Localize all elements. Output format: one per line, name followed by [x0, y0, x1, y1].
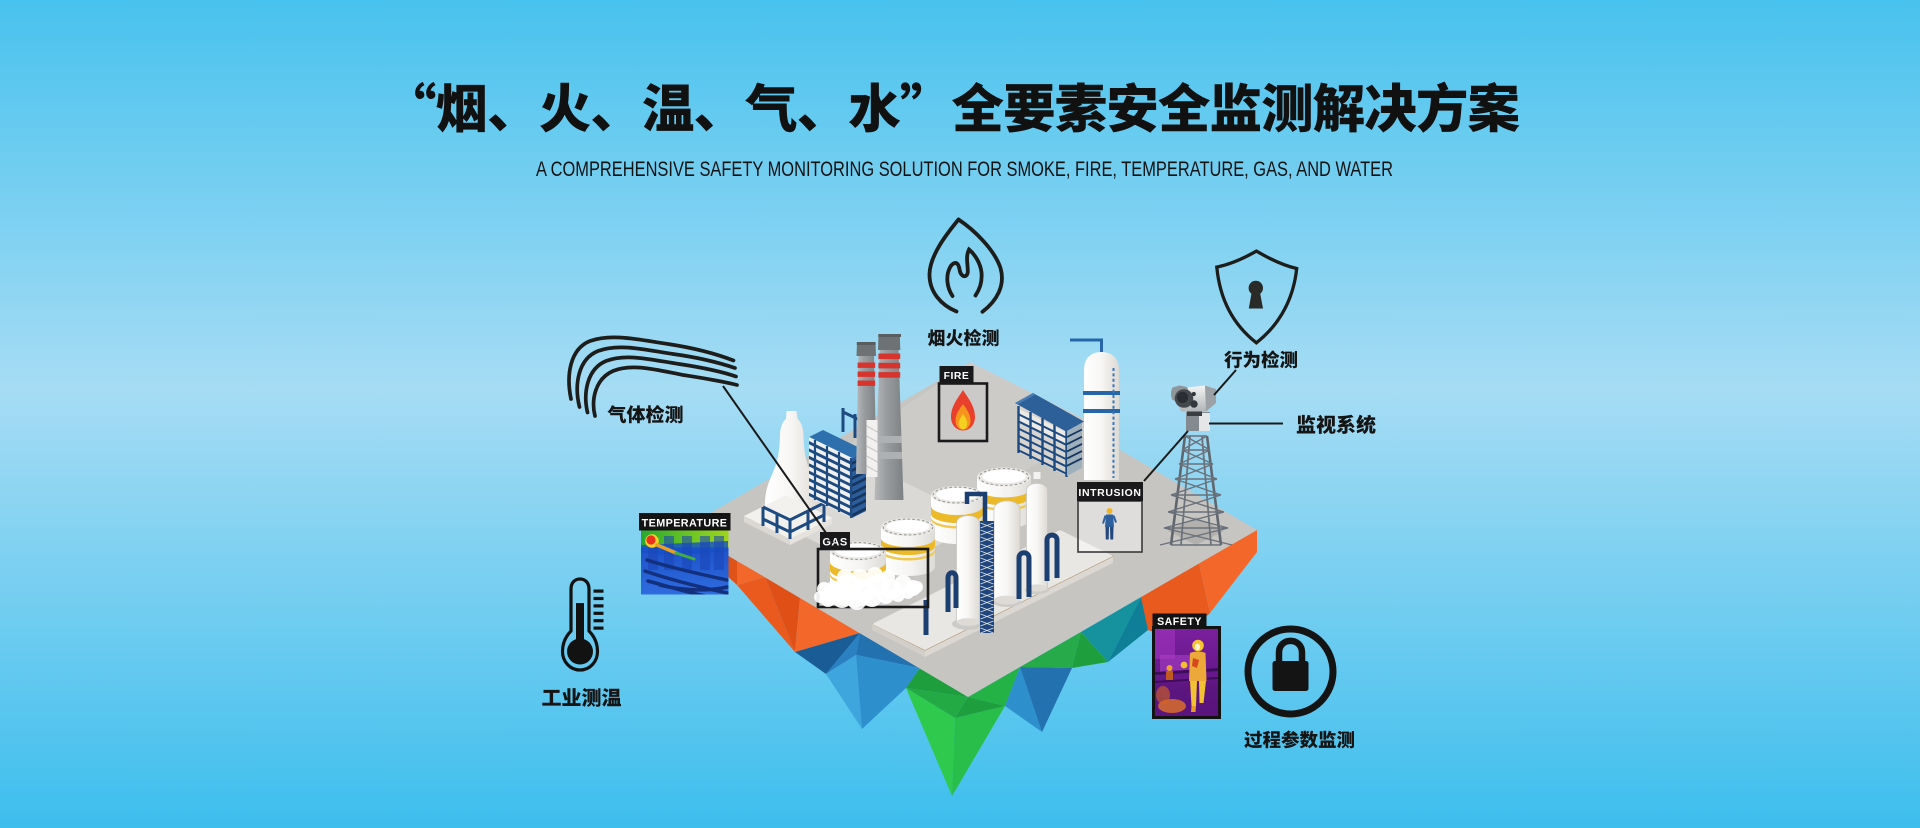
svg-text:SAFETY: SAFETY	[1157, 616, 1202, 628]
svg-text:FIRE: FIRE	[944, 371, 970, 382]
svg-text:INTRUSION: INTRUSION	[1078, 487, 1141, 499]
svg-text:TEMPERATURE: TEMPERATURE	[642, 518, 728, 530]
svg-text:A COMPREHENSIVE SAFETY MONITOR: A COMPREHENSIVE SAFETY MONITORING SOLUTI…	[536, 157, 1393, 181]
svg-text:GAS: GAS	[822, 537, 847, 549]
